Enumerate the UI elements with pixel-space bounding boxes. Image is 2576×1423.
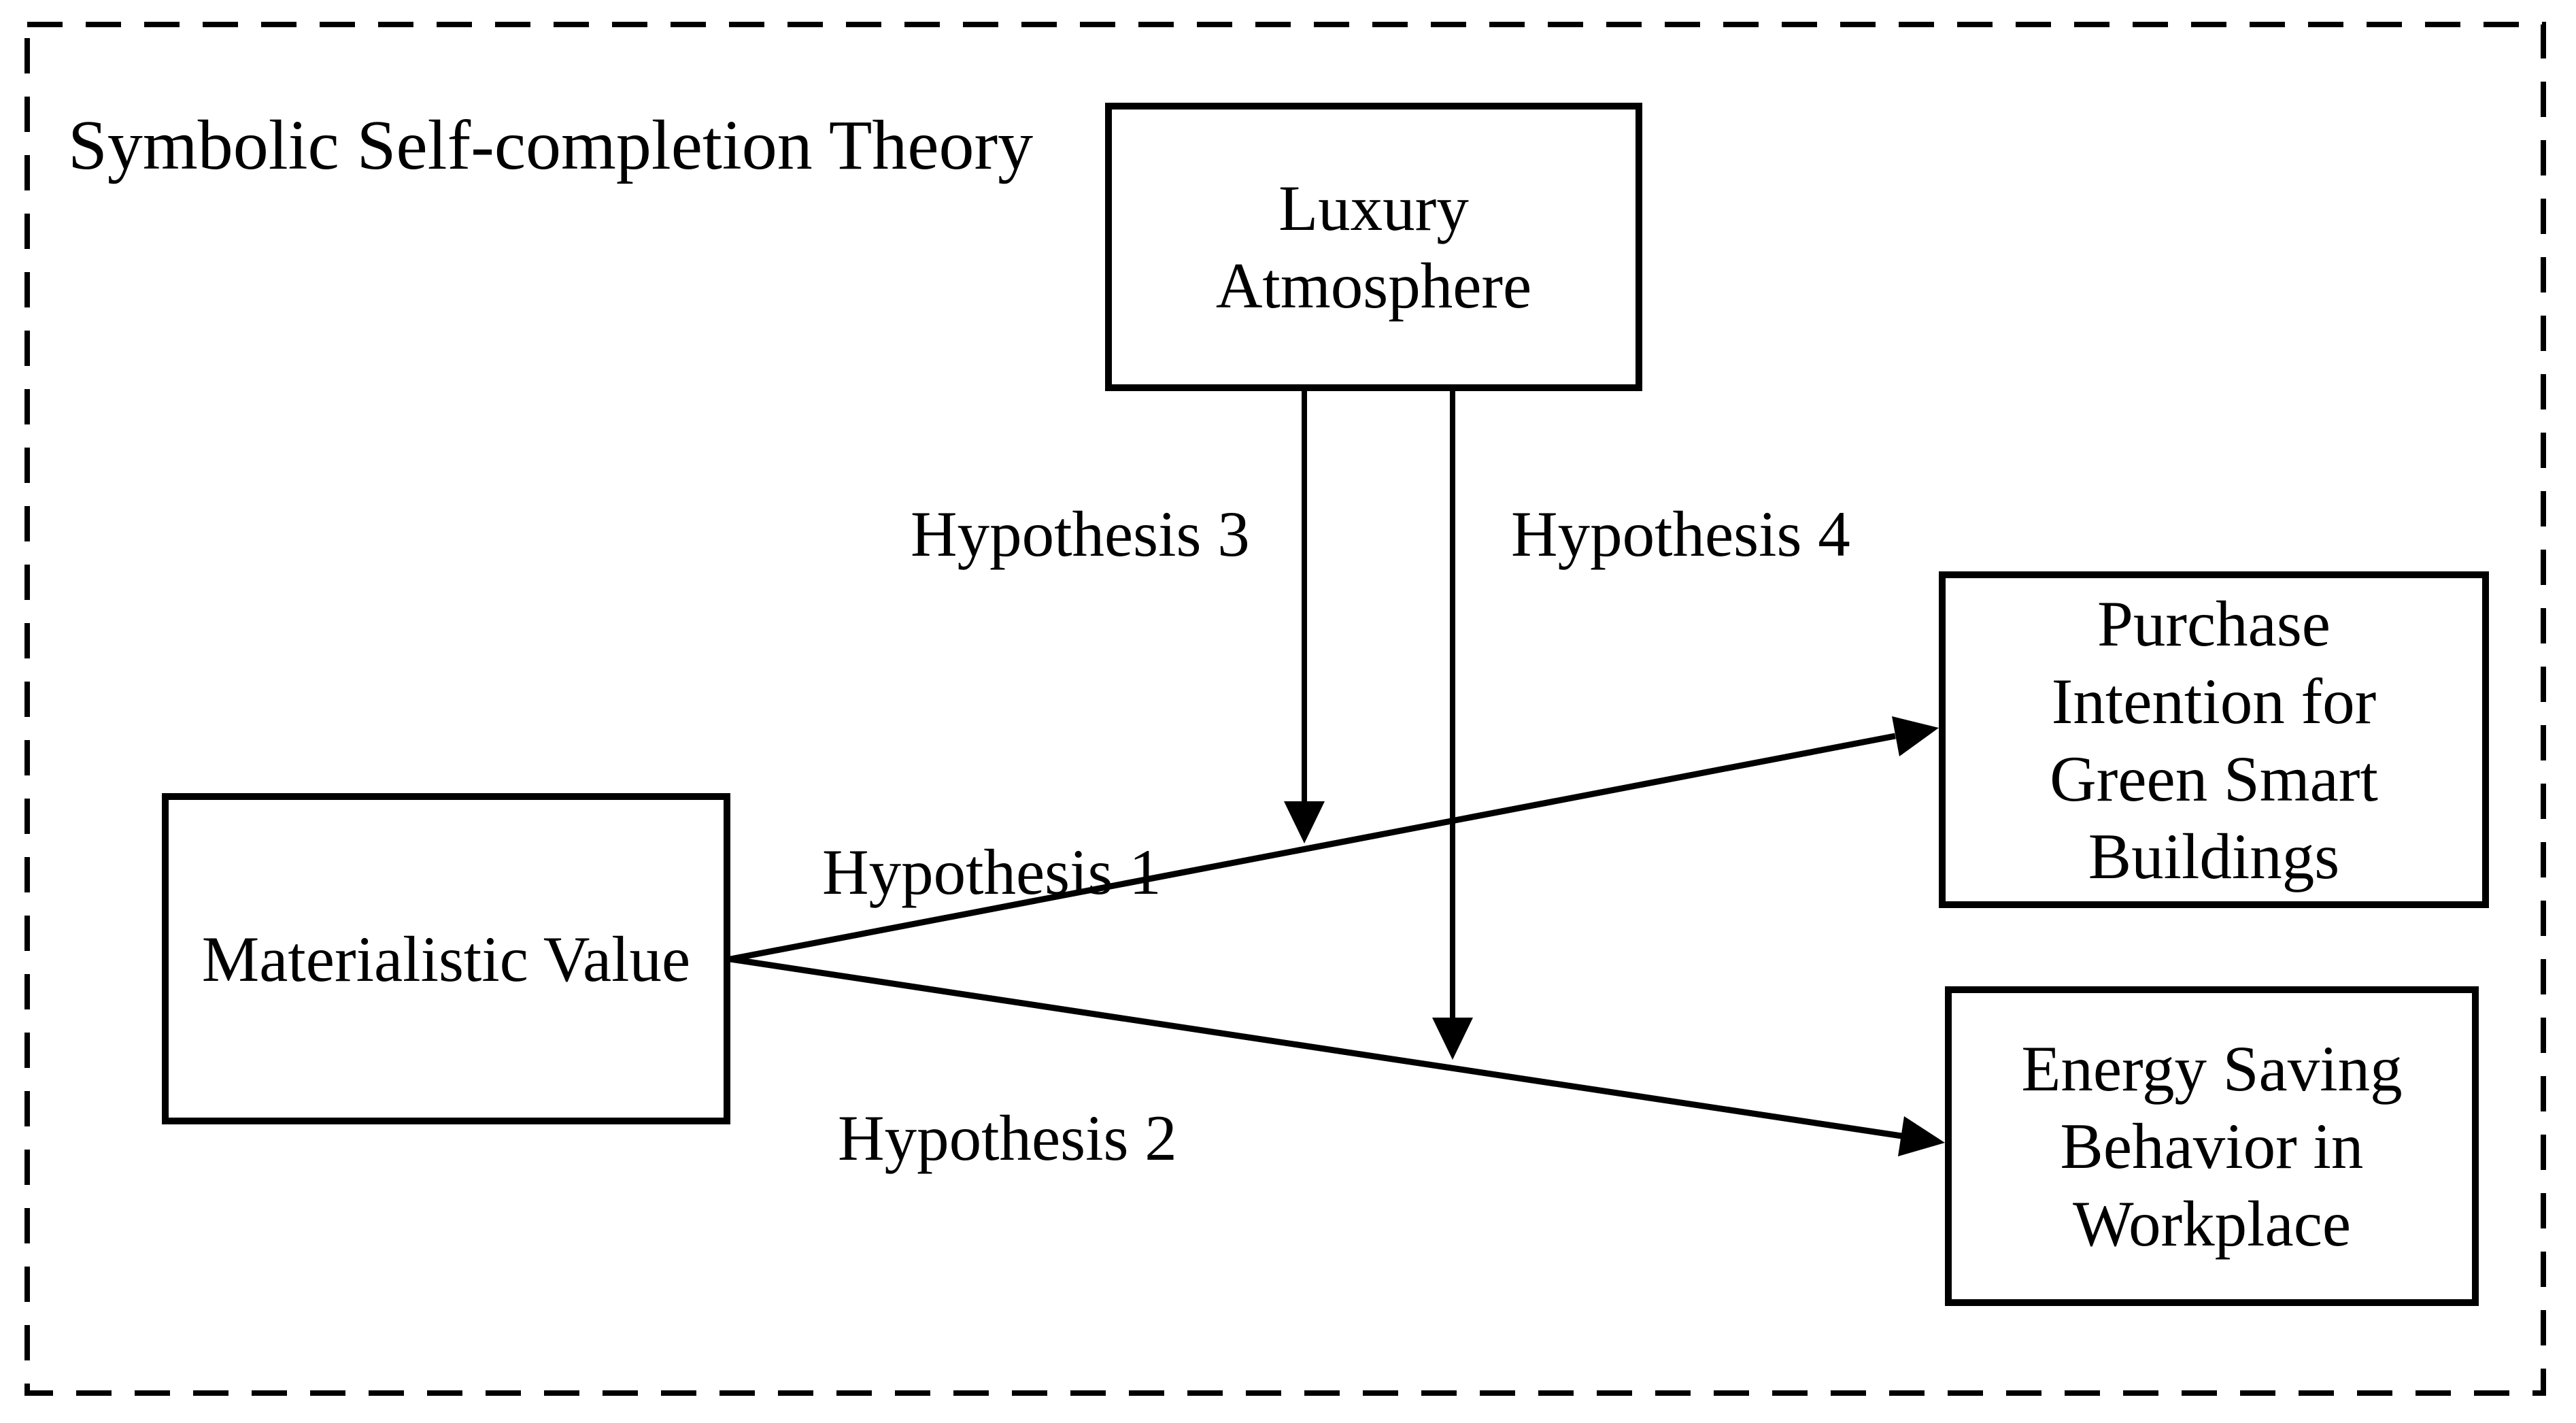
hypothesis3-arrowhead: [1284, 801, 1325, 843]
box-materialistic-value: Materialistic Value: [162, 793, 730, 1124]
box-label-line: Energy Saving: [2021, 1033, 2403, 1105]
diagram-title: Symbolic Self-completion Theory: [68, 106, 1034, 184]
box-label-line: Buildings: [2088, 820, 2340, 892]
box-label-line: Luxury: [1278, 172, 1469, 244]
box-label: Materialistic Value: [202, 920, 690, 998]
box-energy-saving: Energy Saving Behavior in Workplace: [1945, 986, 2479, 1306]
box-luxury-atmosphere: Luxury Atmosphere: [1105, 103, 1642, 391]
hypothesis4-arrowhead: [1432, 1018, 1473, 1060]
box-label-line: Materialistic Value: [201, 922, 691, 995]
box-label-line: Workplace: [2072, 1188, 2352, 1260]
hypothesis1-label: Hypothesis 1: [822, 836, 1162, 908]
hypothesis2-arrow-line: [730, 956, 1902, 1139]
hypothesis2-label: Hypothesis 2: [838, 1102, 1177, 1174]
box-label-line: Behavior in: [2060, 1110, 2364, 1182]
hypothesis4-label: Hypothesis 4: [1511, 498, 1850, 570]
hypothesis2-arrowhead: [1898, 1116, 1945, 1156]
box-label-line: Green Smart: [2050, 742, 2378, 815]
box-label-line: Intention for: [2051, 665, 2377, 737]
box-label: Luxury Atmosphere: [1216, 169, 1531, 324]
outer-dashed-border: [24, 22, 2546, 1396]
box-label: Energy Saving Behavior in Workplace: [2021, 1030, 2402, 1262]
box-label-line: Purchase: [2097, 587, 2331, 660]
box-label-line: Atmosphere: [1215, 250, 1532, 322]
hypothesis1-arrow-line: [730, 733, 1896, 962]
box-purchase-intention: Purchase Intention for Green Smart Build…: [1939, 571, 2489, 908]
box-label: Purchase Intention for Green Smart Build…: [2050, 585, 2378, 895]
hypothesis3-label: Hypothesis 3: [911, 498, 1250, 570]
hypothesis1-arrowhead: [1892, 716, 1939, 756]
